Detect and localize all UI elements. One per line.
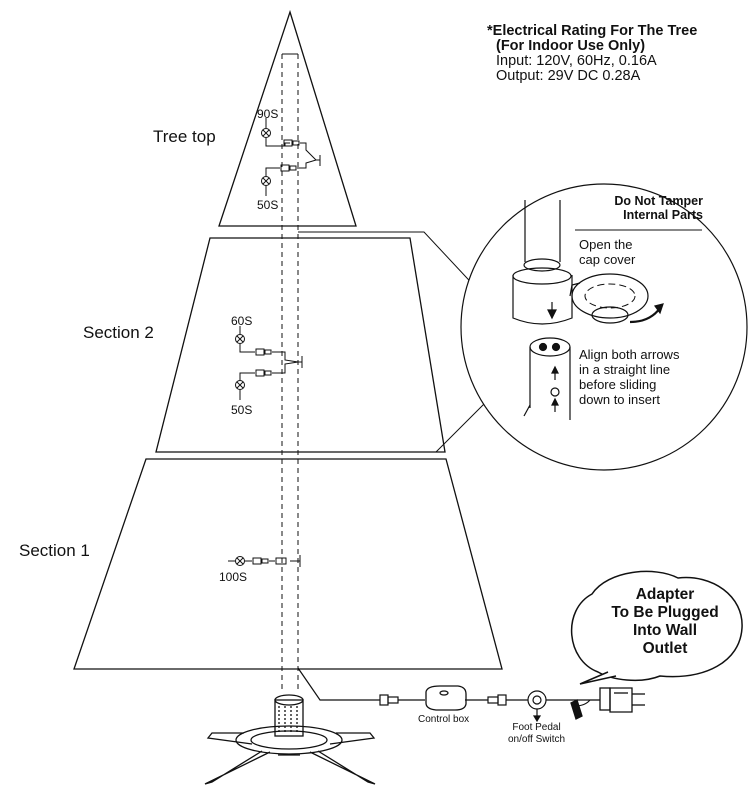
step-align-arrows-line-2: in a straight line	[579, 362, 671, 377]
tree-top-label: Tree top	[153, 127, 216, 146]
tree-top-section-outline	[218, 9, 357, 227]
tamper-warning-line-1: Do Not Tamper	[614, 194, 703, 208]
tree-top-light-wiring	[261, 118, 321, 196]
foot-pedal-illustration	[527, 690, 547, 723]
power-cord	[297, 667, 591, 707]
control-box-label: Control box	[418, 714, 470, 725]
step-open-cap-line-2: cap cover	[579, 252, 636, 267]
electrical-input: Input: 120V, 60Hz, 0.16A	[496, 53, 657, 69]
step-open-cap-line-1: Open the	[579, 237, 633, 252]
foot-pedal-label-line-1: Foot Pedal	[512, 722, 561, 733]
section-1-label: Section 1	[19, 541, 90, 560]
tamper-warning-line-2: Internal Parts	[623, 208, 703, 222]
step-align-arrows-line-1: Align both arrows	[579, 347, 680, 362]
detail-callout-lines	[298, 231, 491, 453]
adapter-plug-illustration	[570, 687, 645, 720]
section-1-count: 100S	[219, 570, 248, 584]
step-align-arrows: Align both arrows in a straight line bef…	[579, 347, 679, 407]
adapter-speech-bubble	[570, 570, 743, 682]
section-2-upper-count: 60S	[231, 314, 253, 328]
electrical-output: Output: 29V DC 0.28A	[496, 68, 641, 84]
assembly-detail-circle	[460, 183, 748, 471]
tree-top-upper-count: 90S	[257, 107, 279, 121]
tamper-warning: Do Not Tamper Internal Parts	[575, 194, 703, 222]
adapter-line-1: Adapter	[635, 586, 695, 603]
foot-pedal-label-line-2: on/off Switch	[508, 734, 566, 745]
electrical-title: *Electrical Rating For The Tree	[487, 23, 698, 39]
center-pole-dashed	[281, 53, 299, 690]
adapter-line-4: Outlet	[642, 640, 688, 657]
pole-cap-illustration	[512, 200, 573, 325]
foot-pedal-label: Foot Pedal on/off Switch	[508, 722, 565, 746]
section-2-label: Section 2	[83, 323, 154, 342]
section-2-lower-count: 50S	[231, 403, 253, 417]
tree-top-lower-count: 50S	[257, 198, 279, 212]
electrical-subtitle: (For Indoor Use Only)	[496, 38, 646, 54]
cap-cover-illustration	[569, 273, 664, 324]
step-open-cap: Open the cap cover	[579, 237, 635, 267]
adapter-line-3: Into Wall	[633, 622, 697, 639]
adapter-instruction: Adapter To Be Plugged Into Wall Outlet	[590, 586, 740, 658]
section-2-outline	[155, 237, 446, 453]
section-1-outline	[73, 458, 503, 670]
step-align-arrows-line-3: before sliding	[579, 377, 657, 392]
electrical-rating: *Electrical Rating For The Tree (For Ind…	[487, 24, 697, 84]
step-align-arrows-line-4: down to insert	[579, 392, 660, 407]
section-2-light-wiring	[235, 326, 303, 400]
pole-alignment-illustration	[523, 337, 571, 420]
section-1-light-wiring	[228, 555, 301, 567]
adapter-line-2: To Be Plugged	[611, 604, 719, 621]
tree-stand-illustration	[204, 694, 376, 785]
control-box-illustration	[425, 685, 467, 711]
